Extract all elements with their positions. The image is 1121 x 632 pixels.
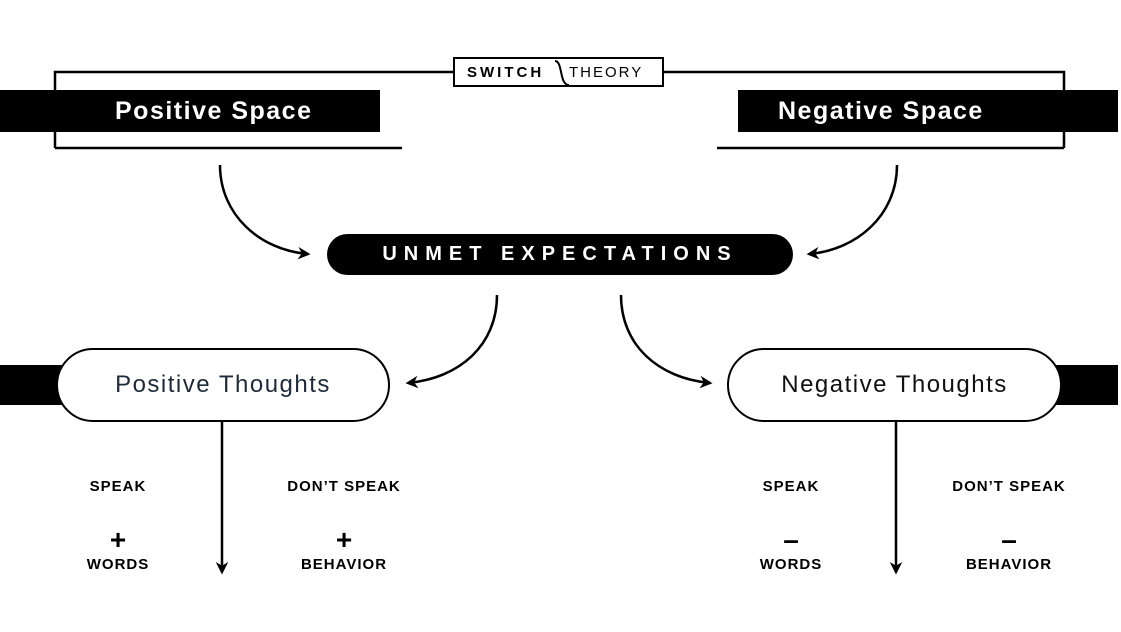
positive-space-banner: Positive Space [0,90,380,132]
negative-behavior-label: BEHAVIOR [965,556,1053,573]
arrow-center-to-positive-thoughts [405,294,499,389]
arrow-negative-space-to-center [806,164,899,260]
negative-space-label: Negative Space [778,96,984,125]
positive-thoughts-label: Positive Thoughts [115,371,331,398]
positive-space-label: Positive Space [115,96,313,125]
positive-behavior-label: BEHAVIOR [300,556,388,573]
negative-speak-minus-icon: – [783,524,799,555]
logo-theory-word: THEORY [569,63,644,81]
logo-curve-divider-icon [555,60,569,86]
unmet-expectations-pill: UNMET EXPECTATIONS [327,234,793,275]
switch-theory-logo: SWITCH THEORY [453,57,664,87]
negative-speak-label: SPEAK [762,478,820,495]
arrow-center-to-negative-thoughts [619,294,713,389]
negative-dont-speak-minus-icon: – [1001,524,1017,555]
negative-words-label: WORDS [759,556,823,573]
negative-thoughts-node: Negative Thoughts [727,348,1062,422]
negative-space-banner: Negative Space [738,90,1118,132]
logo-switch-word: SWITCH [467,63,545,81]
negative-thoughts-label: Negative Thoughts [781,371,1008,398]
positive-words-label: WORDS [86,556,150,573]
positive-speak-plus-icon: + [109,524,127,555]
unmet-expectations-label: UNMET EXPECTATIONS [382,243,738,265]
positive-speak-label: SPEAK [89,478,147,495]
arrow-positive-space-to-center [218,164,311,260]
positive-dont-speak-plus-icon: + [335,524,353,555]
positive-dont-speak-label: DON’T SPEAK [287,478,401,495]
negative-dont-speak-label: DON’T SPEAK [952,478,1066,495]
positive-thoughts-node: Positive Thoughts [56,348,390,422]
